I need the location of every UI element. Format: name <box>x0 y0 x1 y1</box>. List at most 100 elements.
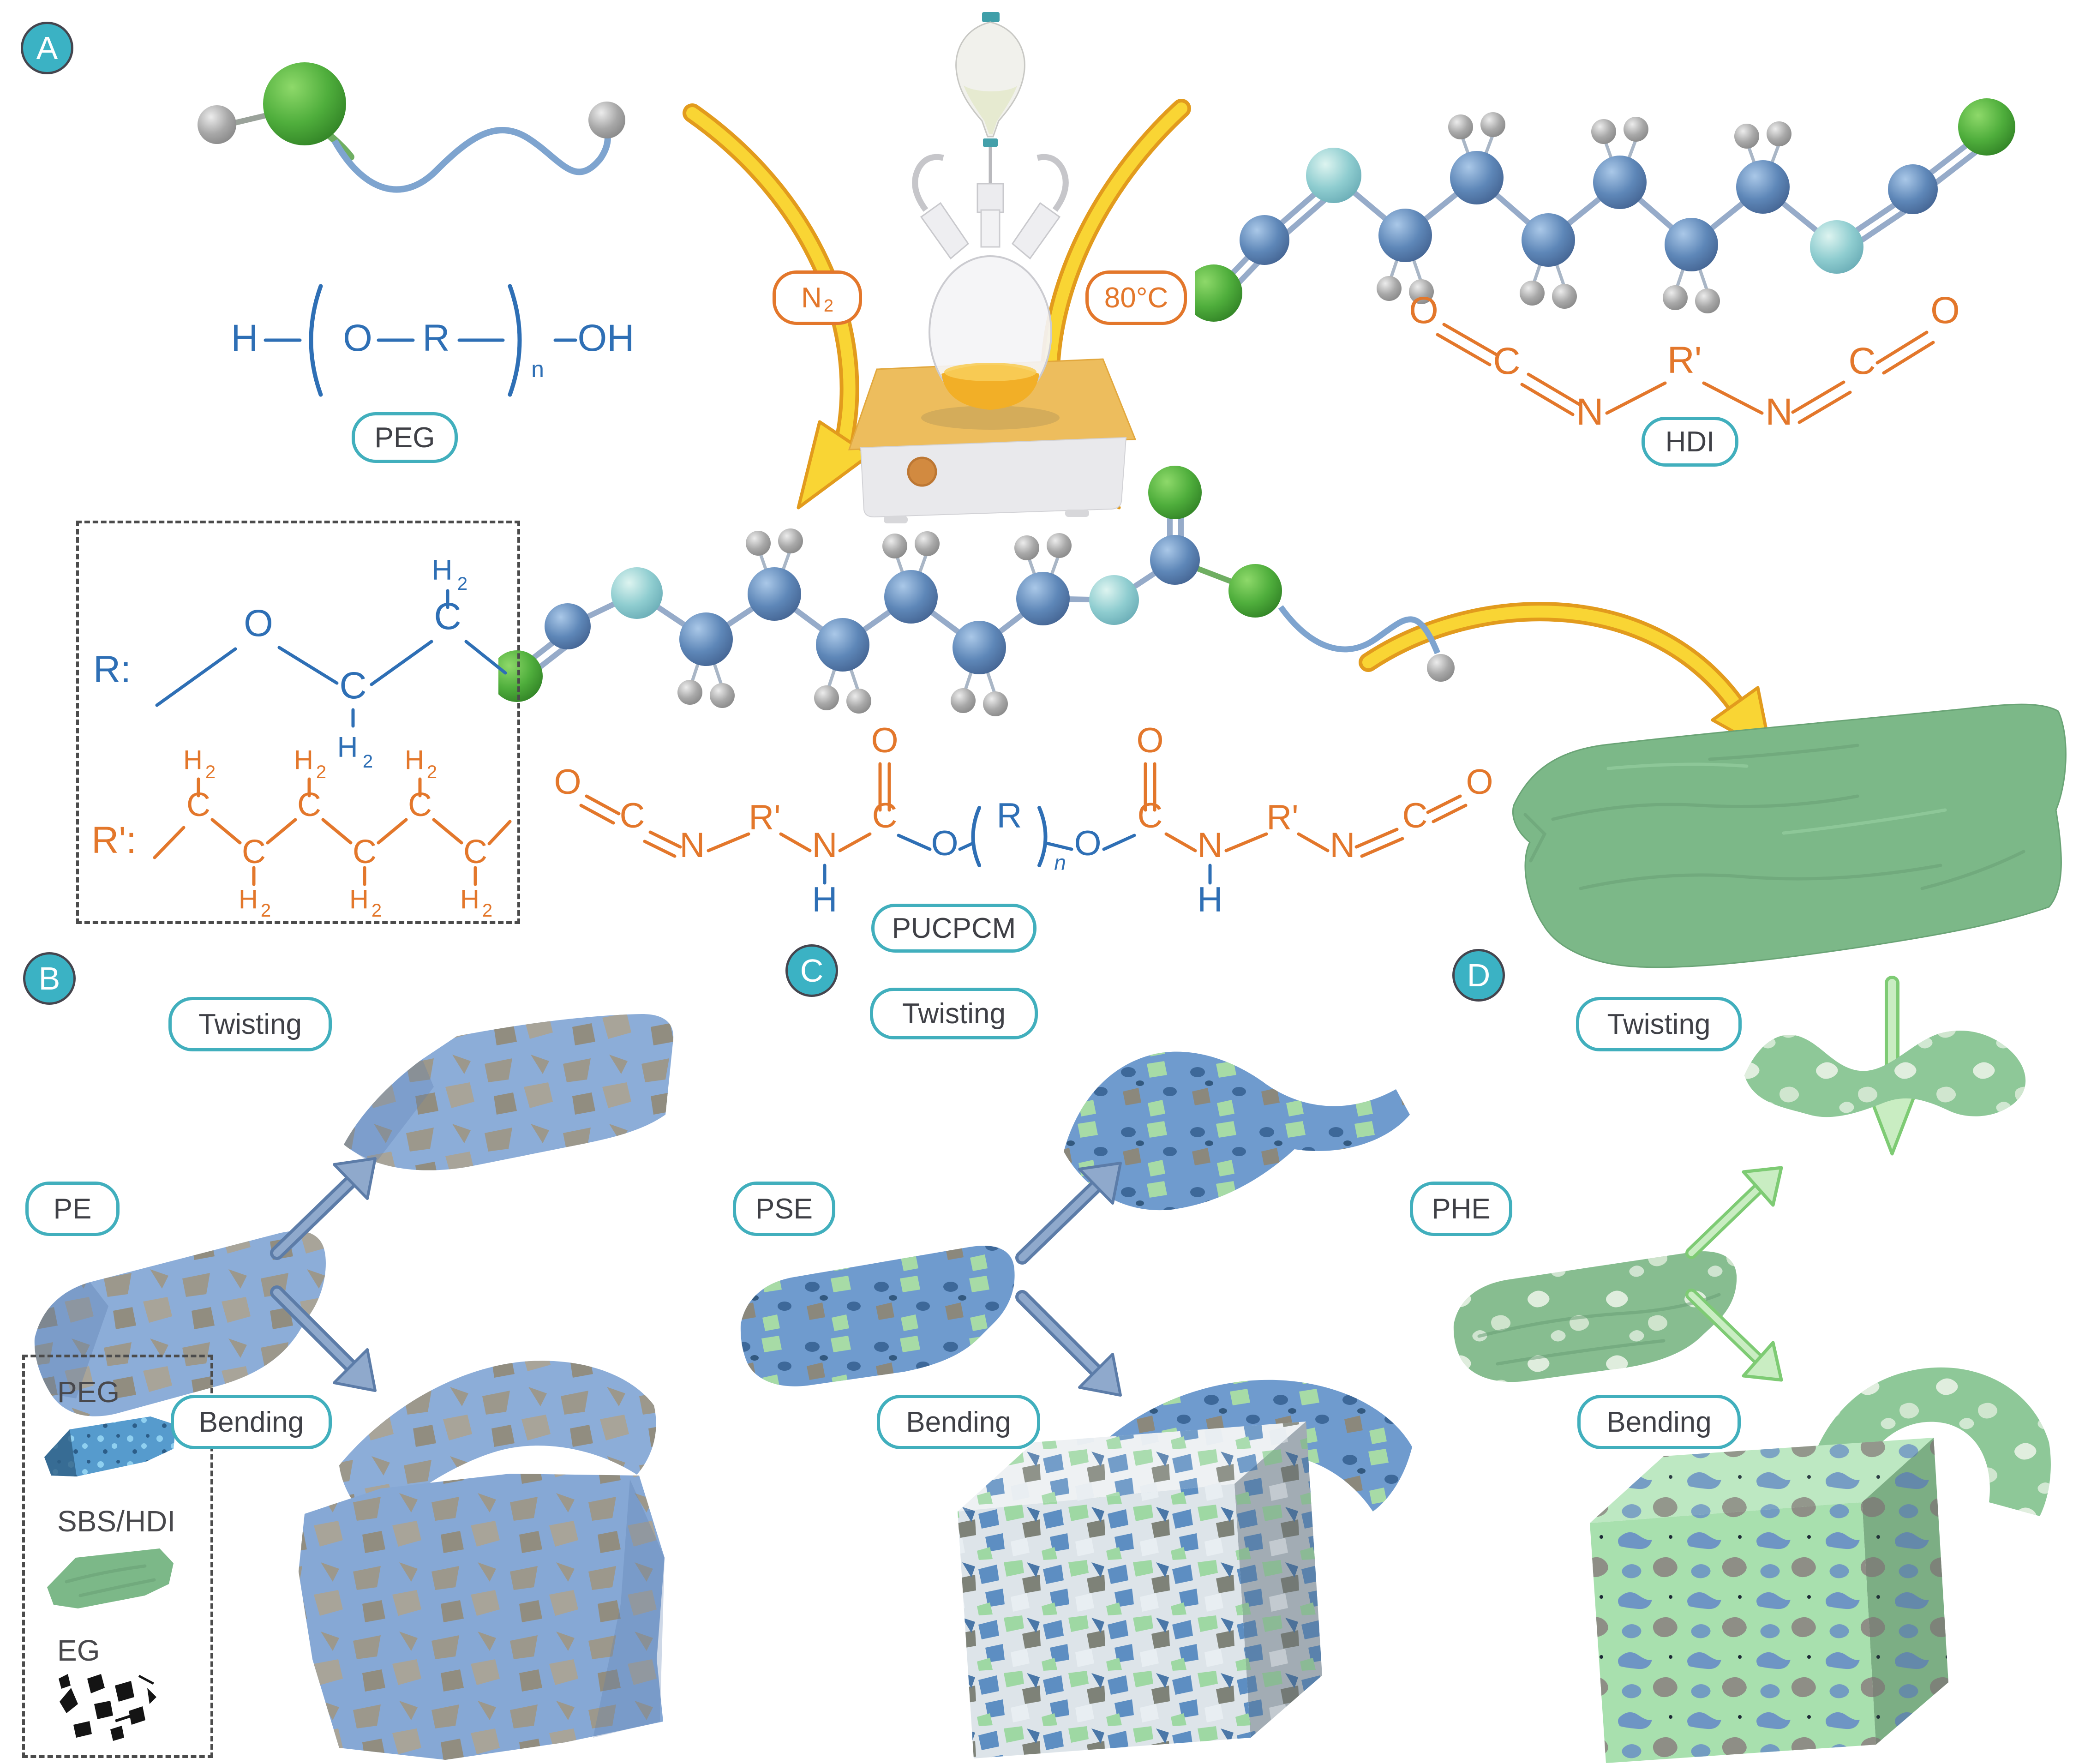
atom-h: H <box>239 884 258 914</box>
phe-bent-slab <box>1804 1367 2051 1523</box>
pse-slab <box>740 1246 1015 1386</box>
panel-b-twisting-pill: Twisting <box>168 997 332 1051</box>
pe-slab <box>34 1231 326 1416</box>
r-definition-label: R: <box>93 648 131 690</box>
phe-slab <box>1453 1251 1737 1382</box>
pucpcm-hydrogens <box>677 528 1455 716</box>
subscript-2: 2 <box>371 900 382 918</box>
blue-arrow-twisting <box>1015 1162 1122 1265</box>
atom-c: C <box>186 786 210 823</box>
legend-eg-flakes <box>59 1674 156 1741</box>
subscript-2: 2 <box>363 751 373 772</box>
n2-symbol: N <box>801 282 822 314</box>
green-arrow-twisting <box>1685 1166 1783 1259</box>
twisting-label: Twisting <box>902 997 1006 1030</box>
panel-d-sample-pill: PHE <box>1410 1182 1512 1236</box>
atom-o: O <box>871 721 898 760</box>
hdi-molecule-3d <box>1195 98 2015 322</box>
temperature-label: 80°C <box>1104 282 1168 314</box>
r-definition-box <box>76 521 520 924</box>
atom-o: O <box>554 762 581 802</box>
bending-label: Bending <box>198 1406 304 1438</box>
atom-c: C <box>408 786 432 823</box>
panel-b-bending-pill: Bending <box>171 1395 332 1449</box>
panel-d-badge: D <box>1452 949 1505 1002</box>
panel-c-sample-pill: PSE <box>733 1182 835 1236</box>
atom-o: O <box>931 824 958 863</box>
hdi-label: HDI <box>1665 426 1715 458</box>
oxygen-end-atom <box>263 62 346 145</box>
legend-label-peg: PEG <box>57 1375 120 1409</box>
atom-h: H <box>183 745 203 775</box>
sbs-hdi-slab-large <box>1512 703 2067 968</box>
pe-cube <box>299 1474 665 1760</box>
atom-h: H <box>337 732 358 763</box>
twisting-label: Twisting <box>198 1008 302 1040</box>
atom-c: C <box>353 834 377 870</box>
atom-r-prime: R' <box>1266 798 1298 837</box>
subscript-2: 2 <box>205 762 216 782</box>
twisting-label: Twisting <box>1607 1008 1711 1040</box>
atom-h: H <box>231 317 258 359</box>
atom-o: O <box>1409 289 1438 331</box>
atom-oh: OH <box>578 317 635 359</box>
subscript-2: 2 <box>457 574 467 594</box>
atom-h: H <box>812 880 838 919</box>
atom-c: C <box>1138 796 1163 835</box>
atom-r: R <box>422 317 449 359</box>
pse-deform-arrows <box>1015 1162 1122 1397</box>
atom-n: N <box>1576 391 1603 433</box>
hdi-label-pill: HDI <box>1642 417 1738 467</box>
atom-c: C <box>1848 340 1875 382</box>
panel-b-badge: B <box>23 952 76 1005</box>
pse-twisted-slab <box>1064 1051 1410 1211</box>
atom-r-prime: R' <box>749 798 780 837</box>
pucpcm-molecule-3d <box>498 466 1455 716</box>
pse-cube <box>958 1422 1322 1758</box>
atom-n: N <box>1765 391 1792 433</box>
atom-c: C <box>463 834 487 870</box>
hotplate-knob <box>907 456 937 487</box>
chain-end-atom <box>588 102 625 138</box>
pse-label: PSE <box>755 1193 813 1225</box>
yellow-arrow-left <box>683 103 871 510</box>
atom-n: N <box>1330 826 1355 865</box>
peg-formula: H O R n OH <box>231 284 635 397</box>
atom-o: O <box>1074 824 1101 863</box>
legend-box: PEG SBS/HDI EG <box>22 1355 213 1758</box>
atom-h: H <box>1198 880 1223 919</box>
panel-c-twisting-pill: Twisting <box>870 988 1038 1039</box>
panel-b-sample-pill: PE <box>25 1182 120 1236</box>
atom-h: H <box>432 554 453 586</box>
peg-molecule-3d <box>198 62 625 193</box>
n2-subscript: 2 <box>823 296 833 316</box>
atom-o: O <box>1466 762 1493 802</box>
temperature-pill: 80°C <box>1085 270 1187 325</box>
phe-cube <box>1590 1438 1948 1763</box>
atom-c: C <box>1402 796 1428 835</box>
panel-d-twisting-pill: Twisting <box>1576 997 1742 1051</box>
blue-arrow-bending <box>1015 1290 1122 1397</box>
panel-c-badge: C <box>785 944 838 997</box>
pucpcm-formula: O C N R' N H C O O R n O C O N H R' N <box>554 721 1493 919</box>
atom-c: C <box>620 796 645 835</box>
phe-deform-arrows <box>1685 1166 1783 1382</box>
atom-o: O <box>1136 721 1163 760</box>
green-arrow-bending <box>1685 1289 1783 1382</box>
legend-sbs-hdi-slab <box>47 1548 174 1608</box>
r-definition-structures: R: O C H 2 C H 2 R': C C C C C C H <box>91 554 512 918</box>
peg-label-pill: PEG <box>352 412 458 463</box>
atom-o: O <box>244 602 273 644</box>
blue-arrow-bending <box>270 1285 377 1392</box>
peg-label: PEG <box>374 421 435 454</box>
atom-c: C <box>872 796 898 835</box>
pucpcm-label: PUCPCM <box>892 912 1016 944</box>
atom-n: N <box>680 826 705 865</box>
subscript-n: n <box>531 356 544 382</box>
flask-setup-icon <box>848 12 1137 523</box>
atom-h: H <box>405 745 424 775</box>
pe-deform-arrows <box>270 1157 377 1392</box>
atom-o: O <box>343 317 372 359</box>
atom-r-prime: R' <box>1667 339 1702 381</box>
blue-arrow-twisting <box>270 1157 377 1260</box>
